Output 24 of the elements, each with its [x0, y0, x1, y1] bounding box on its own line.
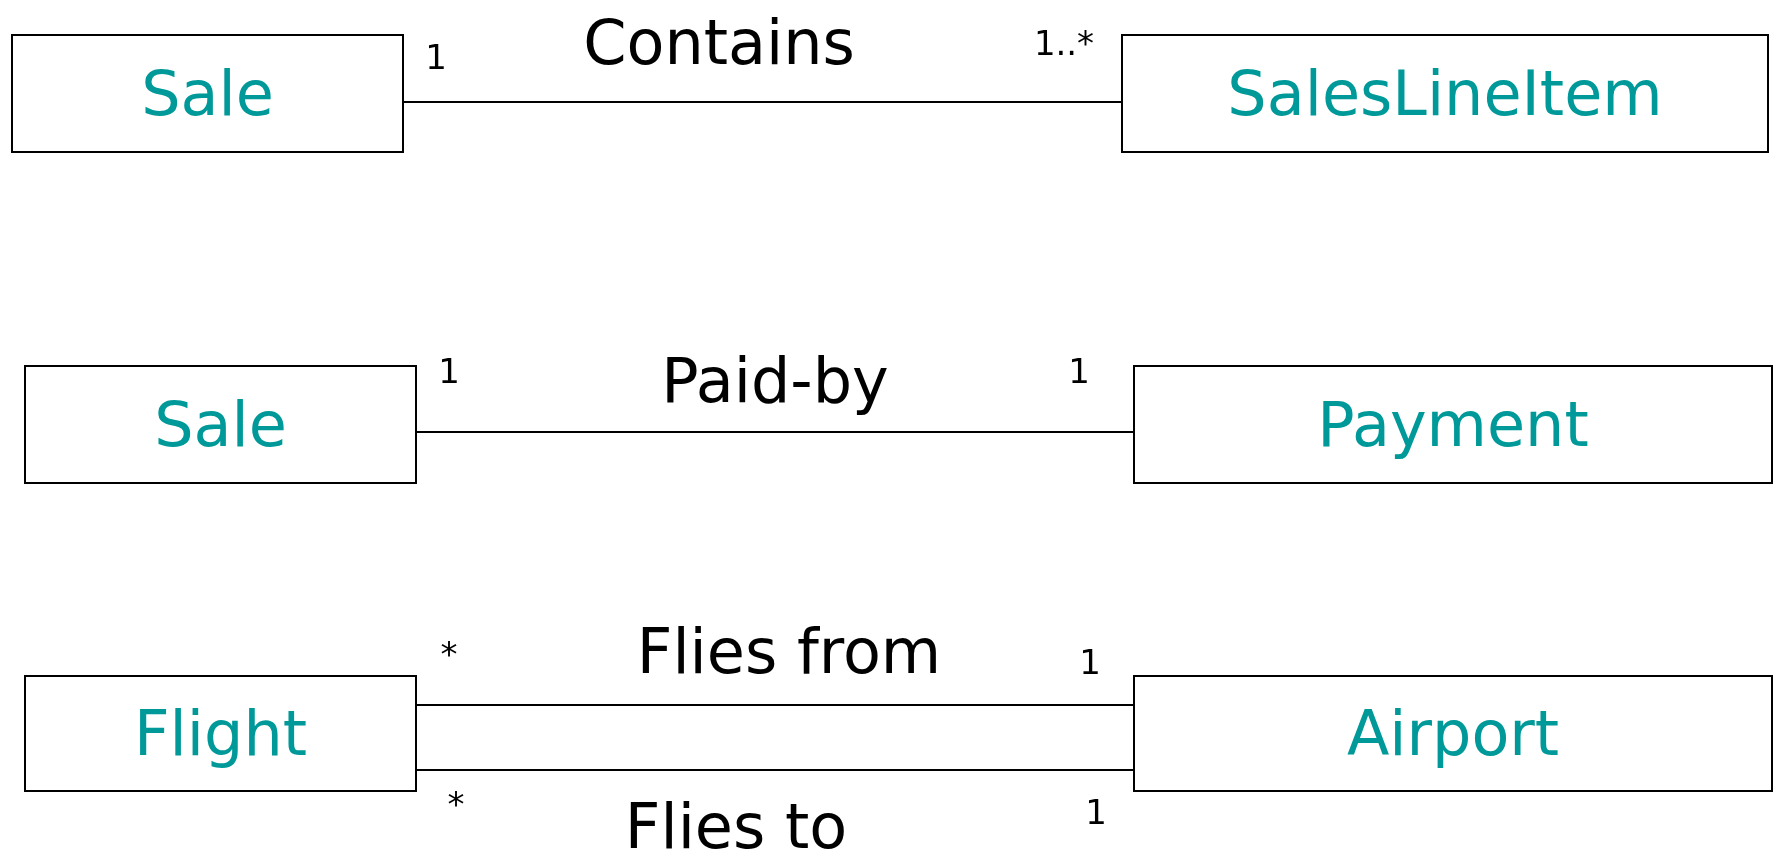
class-box [1133, 675, 1773, 792]
multiplicity: 1..* [1033, 23, 1095, 63]
multiplicity: * [447, 784, 465, 824]
multiplicity: 1 [1068, 351, 1090, 391]
class-name: Sale [154, 388, 287, 461]
class-box [1133, 365, 1773, 484]
multiplicity: * [440, 634, 458, 674]
class-box [24, 365, 417, 484]
class-name: Payment [1317, 388, 1589, 461]
multiplicity: 1 [438, 351, 460, 391]
association-line [416, 431, 1134, 433]
class-name: Airport [1346, 697, 1560, 770]
association-line [416, 769, 1134, 771]
class-box [24, 675, 417, 792]
multiplicity: 1 [1079, 642, 1101, 682]
multiplicity: 1 [425, 37, 447, 77]
multiplicity: 1 [1085, 792, 1107, 832]
class-name: Sale [141, 57, 274, 130]
association-line [403, 101, 1122, 103]
class-name: Flight [133, 697, 308, 770]
class-box [11, 34, 404, 153]
association-line [416, 704, 1134, 706]
class-name: SalesLineItem [1227, 57, 1663, 130]
class-box [1121, 34, 1769, 153]
